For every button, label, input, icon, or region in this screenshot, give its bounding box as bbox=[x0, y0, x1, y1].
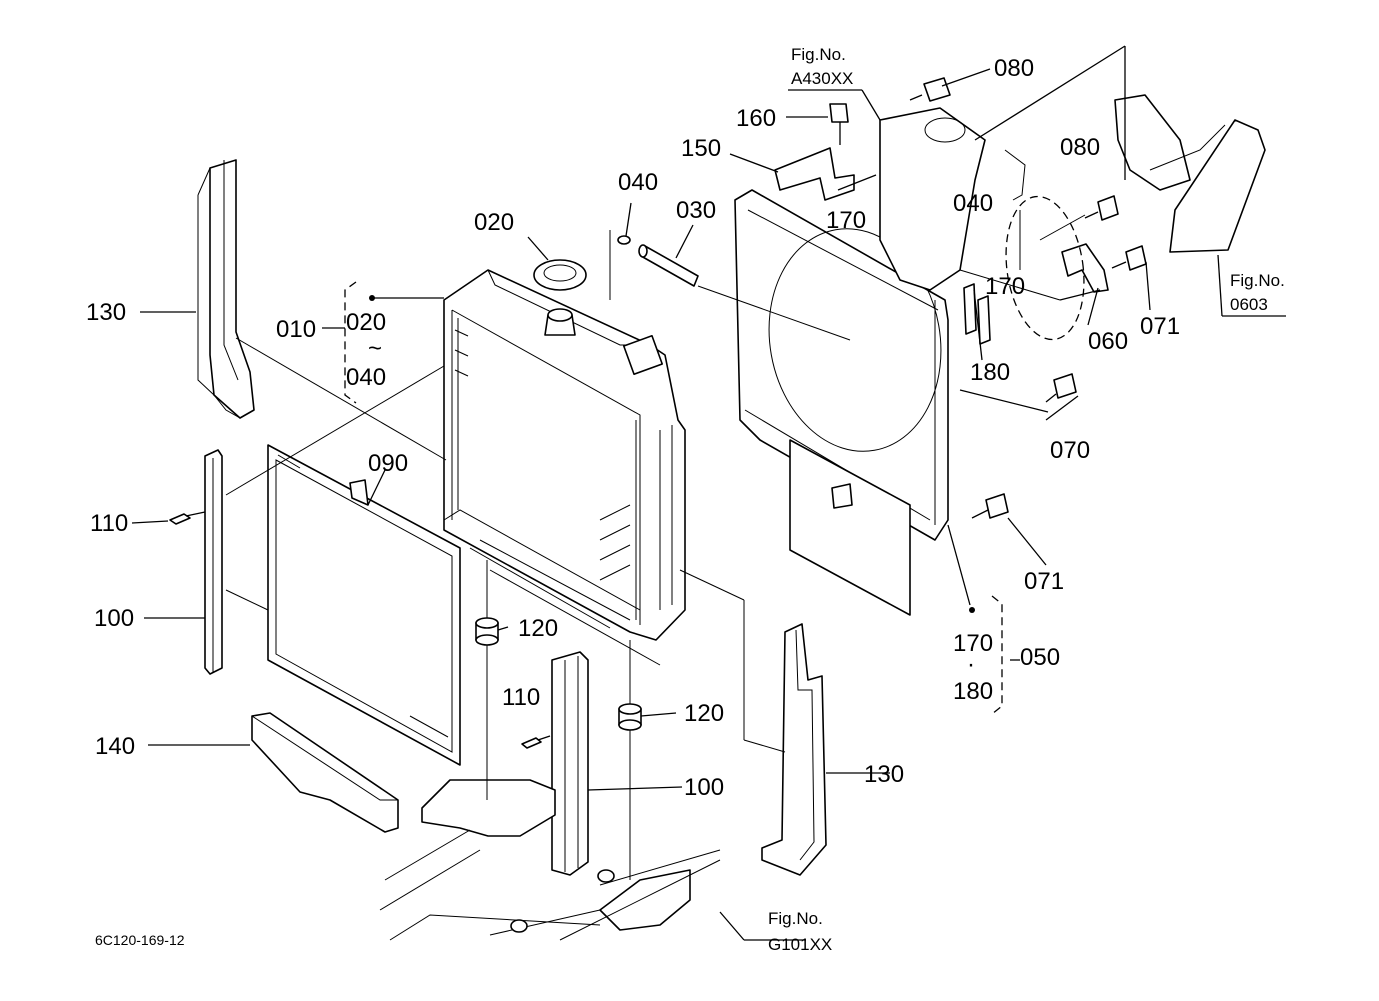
group-bracket-010 bbox=[344, 281, 357, 404]
label-180-group: 180 bbox=[953, 678, 993, 705]
label-110-mid: 110 bbox=[502, 684, 540, 711]
label-170-mid: 170 bbox=[985, 273, 1025, 300]
label-040-range-end: 040 bbox=[346, 364, 386, 391]
vertical-seal-left-100 bbox=[204, 449, 223, 675]
label-160: 160 bbox=[736, 105, 776, 132]
label-071-top: 071 bbox=[1140, 313, 1180, 340]
clamp-060 bbox=[1061, 243, 1109, 293]
bolt-160 bbox=[829, 103, 849, 145]
related-part-fig-0603 bbox=[1114, 94, 1266, 253]
fig-ref-g101-title: Fig.No. bbox=[768, 909, 823, 928]
bolt-080-top bbox=[909, 77, 951, 102]
label-071-bottom: 071 bbox=[1024, 568, 1064, 595]
label-060: 060 bbox=[1088, 328, 1128, 355]
label-130-left: 130 bbox=[86, 299, 126, 326]
leader-lines bbox=[131, 45, 1286, 941]
bolt-071-bottom bbox=[971, 493, 1009, 519]
label-070: 070 bbox=[1050, 437, 1090, 464]
label-030: 030 bbox=[676, 197, 716, 224]
hose-clip-040-top bbox=[617, 235, 631, 245]
label-150: 150 bbox=[681, 135, 721, 162]
label-040-top: 040 bbox=[618, 169, 658, 196]
seal-strips-180 bbox=[963, 283, 991, 345]
cushion-120-b bbox=[618, 703, 642, 731]
label-range-tilde: ~ bbox=[368, 335, 382, 362]
group-bracket-050 bbox=[991, 595, 1003, 715]
label-140: 140 bbox=[95, 733, 135, 760]
label-020-range-start: 020 bbox=[346, 309, 386, 336]
label-170-top: 170 bbox=[826, 207, 866, 234]
label-020-cap: 020 bbox=[474, 209, 514, 236]
label-180-mid: 180 bbox=[970, 359, 1010, 386]
fig-ref-0603-title: Fig.No. bbox=[1230, 271, 1285, 290]
drawing-code: 6C120-169-12 bbox=[95, 932, 185, 948]
fig-ref-a430-title: Fig.No. bbox=[791, 45, 846, 64]
side-baffle-left-130 bbox=[197, 159, 255, 419]
label-120-a: 120 bbox=[518, 615, 558, 642]
base-frame-plates bbox=[379, 779, 721, 941]
label-100-left: 100 bbox=[94, 605, 134, 632]
side-baffle-right-130 bbox=[761, 623, 827, 876]
radiator-assembly-010 bbox=[443, 269, 686, 641]
label-170-group: 170 bbox=[953, 630, 993, 657]
projection-lines bbox=[225, 195, 1086, 880]
overflow-pipe-030 bbox=[638, 244, 699, 287]
label-080-right: 080 bbox=[1060, 134, 1100, 161]
label-120-b: 120 bbox=[684, 700, 724, 727]
cushion-120-a bbox=[475, 617, 499, 646]
label-group-dot: · bbox=[967, 651, 975, 678]
vertical-seal-mid-100 bbox=[551, 651, 589, 876]
bolt-071-top bbox=[1111, 245, 1147, 271]
bolt-080-right bbox=[1084, 195, 1119, 221]
mesh-screen-090 bbox=[267, 444, 461, 766]
label-050: 050 bbox=[1020, 644, 1060, 671]
label-110-left: 110 bbox=[90, 510, 128, 537]
label-040-right: 040 bbox=[953, 190, 993, 217]
label-010: 010 bbox=[276, 316, 316, 343]
label-130-right: 130 bbox=[864, 761, 904, 788]
screw-left-110 bbox=[169, 511, 206, 525]
label-080-top: 080 bbox=[994, 55, 1034, 82]
fan-shroud-050 bbox=[734, 189, 949, 616]
foam-block-140 bbox=[251, 712, 399, 833]
bracket-150 bbox=[774, 147, 855, 201]
radiator-cap-020 bbox=[533, 259, 587, 336]
fig-ref-a430-code: A430XX bbox=[791, 69, 853, 88]
fig-ref-0603-code: 0603 bbox=[1230, 295, 1268, 314]
label-100-mid: 100 bbox=[684, 774, 724, 801]
screw-mid-110 bbox=[521, 735, 551, 749]
bolt-070 bbox=[1045, 373, 1077, 403]
fig-ref-g101-code: G101XX bbox=[768, 935, 832, 954]
label-090: 090 bbox=[368, 450, 408, 477]
